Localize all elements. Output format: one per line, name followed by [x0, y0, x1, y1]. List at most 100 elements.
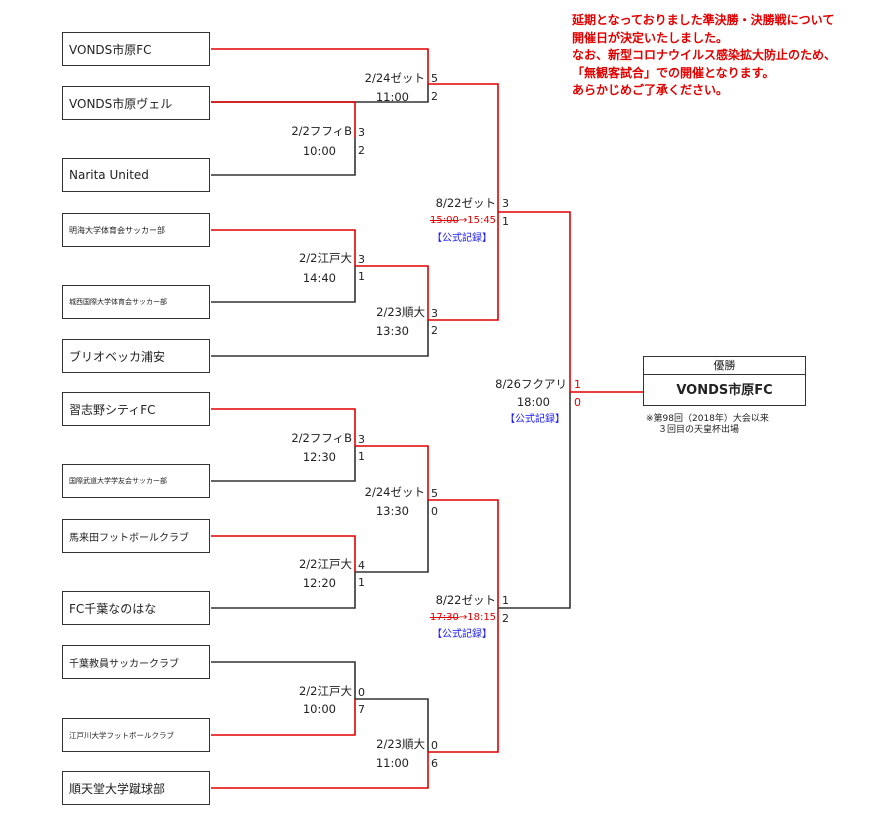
team-box: 馬来田フットボールクラブ	[62, 519, 210, 553]
official-record-link[interactable]: 【公式記録】	[505, 414, 565, 425]
match-time: 12:20	[302, 576, 336, 590]
line-sf1-winner	[498, 211, 571, 392]
line-r1a-winner	[211, 101, 356, 138]
match-venue: 8/22ゼット	[435, 593, 496, 607]
match-score: 2	[502, 612, 509, 625]
line-r1e-winner	[355, 698, 429, 752]
match-score: 0	[431, 739, 438, 752]
notice-line: 「無観客試合」での開催となります。	[572, 65, 775, 80]
match-time: 10:00	[302, 144, 336, 158]
notice-line: あらかじめご了承ください。	[572, 83, 729, 97]
match-venue: 2/2江戸大	[298, 251, 352, 265]
team-box: 明海大学体育会サッカー部	[62, 213, 210, 247]
notice-line: 延期となっておりました準決勝・決勝戦について	[572, 13, 835, 27]
time-change: 17:30→18:15	[430, 611, 496, 625]
team-box: 習志野シティFC	[62, 392, 210, 426]
official-record-link[interactable]: 【公式記録】	[432, 629, 492, 640]
match-score: 4	[358, 559, 365, 572]
time-arrow: →	[458, 215, 468, 226]
match-score: 1	[358, 576, 365, 589]
line-vonds-fc	[211, 48, 429, 84]
match-score: 2	[431, 90, 438, 103]
line-qf4-winner	[428, 608, 499, 753]
champion-note-line: ３回目の天皇杯出場	[658, 425, 740, 435]
old-time: 17:30	[430, 612, 459, 623]
match-venue: 2/23順大	[376, 305, 425, 319]
line-juntendo	[211, 752, 429, 789]
match-score: 3	[502, 197, 509, 210]
line-r1c-winner	[355, 445, 429, 500]
match-venue: 2/2フフィB	[291, 431, 352, 445]
team-box: VONDS市原FC	[62, 32, 210, 66]
match-venue: 2/2フフィB	[291, 124, 352, 138]
match-time: 13:30	[375, 324, 409, 338]
match-score: 1	[502, 594, 509, 607]
line-sf2-winner	[498, 392, 571, 609]
line-nanohana	[211, 572, 356, 609]
match-score: 1	[358, 270, 365, 283]
line-narita	[211, 138, 356, 176]
match-venue: 2/24ゼット	[364, 71, 425, 85]
team-box: VONDS市原ヴェル	[62, 86, 210, 120]
match-score: 3	[358, 126, 365, 139]
line-briobecca	[211, 320, 429, 357]
match-score: 3	[358, 433, 365, 446]
match-score: 0	[358, 686, 365, 699]
match-venue: 2/2江戸大	[298, 557, 352, 571]
match-venue: 8/26フクアリ	[495, 377, 567, 391]
notice: 延期となっておりました準決勝・決勝戦について 開催日が決定いたしました。 なお、…	[572, 12, 836, 100]
match-score: 0	[574, 396, 581, 409]
notice-line: なお、新型コロナウイルス感染拡大防止のため、	[572, 48, 837, 62]
champion-header: 優勝	[644, 357, 805, 375]
official-record-link[interactable]: 【公式記録】	[432, 233, 492, 244]
match-time: 11:00	[375, 756, 409, 770]
match-score: 3	[358, 253, 365, 266]
time-arrow: →	[458, 612, 468, 623]
match-time: 18:00	[516, 395, 550, 409]
notice-line: 開催日が決定いたしました。	[572, 30, 729, 45]
line-r1b-winner	[355, 265, 429, 320]
champion-note-line: ※第98回（2018年）大会以来	[646, 414, 769, 424]
team-box: 江戸川大学フットボールクラブ	[62, 718, 210, 752]
match-score: 1	[574, 378, 581, 391]
match-score: 1	[358, 450, 365, 463]
team-box: FC千葉なのはな	[62, 591, 210, 625]
line-narashino	[211, 408, 356, 446]
line-josai	[211, 266, 356, 303]
team-box: 順天堂大学蹴球部	[62, 771, 210, 805]
match-score: 7	[358, 703, 365, 716]
line-edogawa	[211, 699, 356, 736]
match-time: 12:30	[302, 450, 336, 464]
match-score: 0	[431, 505, 438, 518]
line-makuta	[211, 535, 356, 572]
team-box: ブリオベッカ浦安	[62, 339, 210, 373]
match-score: 5	[431, 487, 438, 500]
champion-name: VONDS市原FC	[676, 383, 773, 398]
old-time: 15:00	[430, 215, 459, 226]
match-venue: 8/22ゼット	[435, 196, 496, 210]
team-box: 千葉教員サッカークラブ	[62, 645, 210, 679]
line-qf3-winner	[428, 499, 499, 608]
match-score: 3	[431, 307, 438, 320]
match-time: 11:00	[375, 90, 409, 104]
match-venue: 2/2江戸大	[298, 684, 352, 698]
line-meikai	[211, 229, 356, 266]
new-time: 18:15	[467, 612, 497, 623]
team-box: Narita United	[62, 158, 210, 192]
match-time: 14:40	[302, 271, 336, 285]
new-time: 15:45	[467, 215, 497, 226]
team-box: 国際武道大学学友会サッカー部	[62, 464, 210, 498]
match-time: 13:30	[375, 504, 409, 518]
match-venue: 2/23順大	[376, 737, 425, 751]
line-qf1-winner	[428, 83, 499, 212]
team-box: 城西国際大学体育会サッカー部	[62, 285, 210, 319]
champion-box: 優勝 VONDS市原FC	[643, 356, 806, 406]
line-kyoin	[211, 661, 356, 699]
match-time: 10:00	[302, 702, 336, 716]
match-score: 6	[431, 757, 438, 770]
match-score: 2	[431, 324, 438, 337]
line-qf2-winner	[428, 212, 499, 321]
time-change: 15:00→15:45	[430, 214, 496, 228]
match-score: 5	[431, 72, 438, 85]
